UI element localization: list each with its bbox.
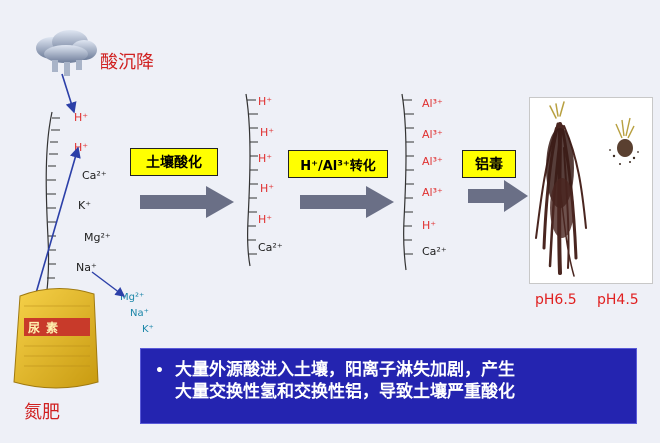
bag-label: 尿素	[28, 321, 65, 335]
col3-ion-al-1: Al³⁺	[422, 97, 443, 110]
col3-ion-al-4: Al³⁺	[422, 186, 443, 199]
acid-deposition-label: 酸沉降	[100, 52, 154, 73]
leaching-arrow	[91, 271, 126, 297]
col2-ion-h-3: H⁺	[258, 152, 273, 165]
acid-to-h-arrow	[61, 73, 77, 114]
step-aluminum-toxicity: 铝毒	[462, 150, 516, 178]
ion-na-1: Na⁺	[76, 261, 97, 274]
nitrogen-fertilizer-label: 氮肥	[24, 402, 60, 423]
ph-6-5-label: pH6.5	[535, 292, 577, 308]
summary-box: • 大量外源酸进入土壤，阳离子淋失加剧，产生 大量交换性氢和交换性铝，导致土壤严…	[140, 348, 637, 424]
fertilizer-to-h-arrow	[33, 146, 81, 301]
ion-mg-1: Mg²⁺	[84, 231, 111, 244]
col3-ion-al-3: Al³⁺	[422, 155, 443, 168]
col2-ion-h-2: H⁺	[260, 126, 275, 139]
ion-h-1: H⁺	[74, 111, 89, 124]
leached-ion-mg: Mg²⁺	[120, 292, 145, 303]
summary-line-1: 大量外源酸进入土壤，阳离子淋失加剧，产生	[175, 360, 515, 380]
soil-colloid-column-3	[401, 93, 414, 271]
col3-ion-ca: Ca²⁺	[422, 245, 447, 258]
process-arrow-2	[300, 186, 394, 218]
fertilizer-bag-icon	[13, 287, 99, 389]
soil-colloid-column-2	[245, 93, 258, 267]
process-arrow-3	[468, 180, 528, 212]
step-h-al-conversion: H⁺/Al³⁺转化	[288, 150, 388, 178]
process-arrow-1	[140, 186, 234, 218]
col3-ion-h: H⁺	[422, 219, 437, 232]
leached-ion-na: Na⁺	[130, 308, 149, 319]
col2-ion-ca: Ca²⁺	[258, 241, 283, 254]
summary-line-2: 大量交换性氢和交换性铝，导致土壤严重酸化	[175, 382, 515, 402]
ion-ca-1: Ca²⁺	[82, 169, 107, 182]
col2-ion-h-1: H⁺	[258, 95, 273, 108]
col3-ion-al-2: Al³⁺	[422, 128, 443, 141]
col2-ion-h-4: H⁺	[260, 182, 275, 195]
col2-ion-h-5: H⁺	[258, 213, 273, 226]
step-soil-acidification: 土壤酸化	[130, 148, 218, 176]
ph-4-5-label: pH4.5	[597, 292, 639, 308]
cloud-icon	[36, 30, 97, 76]
leached-ion-k: K⁺	[142, 324, 154, 335]
summary-bullet: •	[155, 363, 164, 379]
root-illustration	[535, 101, 639, 277]
ion-k-1: K⁺	[78, 199, 92, 212]
root-comparison-photo	[529, 97, 653, 284]
